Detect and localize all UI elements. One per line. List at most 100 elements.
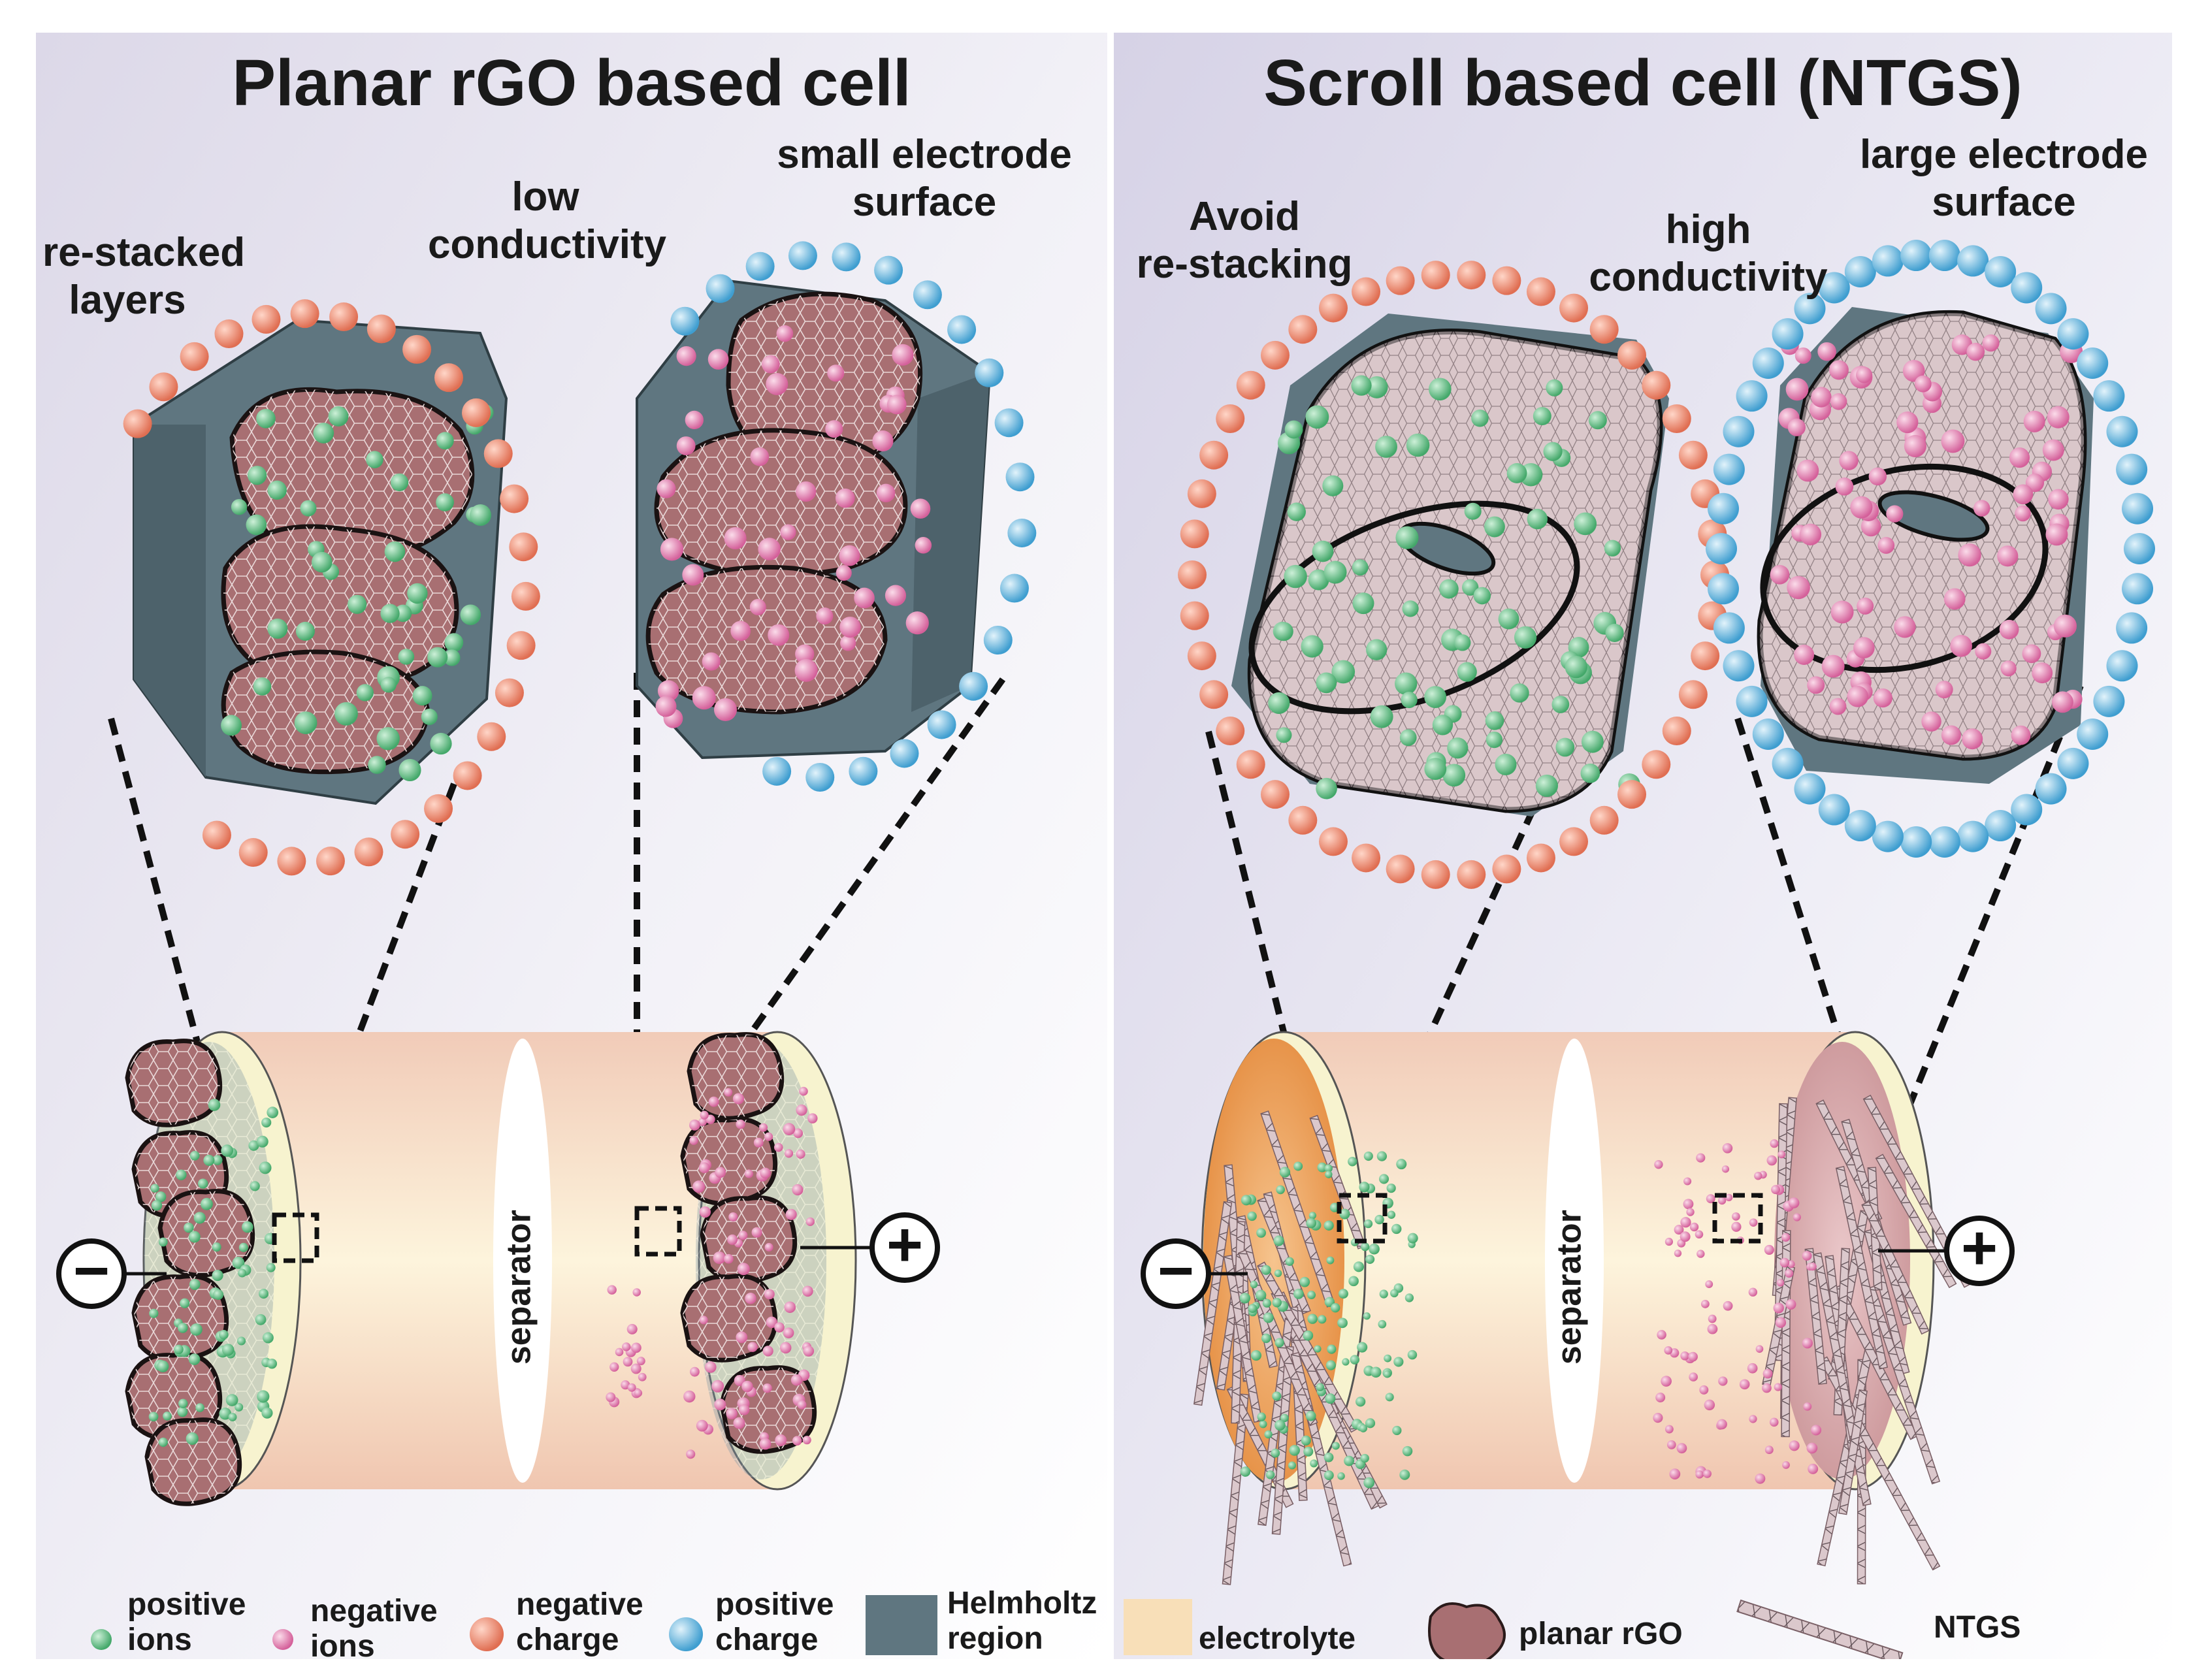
negative-charge: [1260, 340, 1290, 370]
ntgs-tube-body: [1862, 1094, 1972, 1288]
negative-ion: [792, 1436, 802, 1446]
negative-ion: [1830, 393, 1847, 410]
negative-ion: [2023, 410, 2045, 432]
negative-ion: [1835, 477, 1854, 496]
positive-charge: [1723, 415, 1755, 447]
negative-charge: [214, 319, 244, 349]
negative-charge: [1662, 404, 1691, 433]
negative-ion: [1803, 1402, 1812, 1411]
positive-ion: [334, 702, 358, 726]
positive-ion: [1401, 691, 1418, 709]
positive-ion: [1250, 1350, 1261, 1361]
positive-ion: [444, 649, 461, 666]
negative-ion: [738, 1404, 750, 1415]
scroll-core: [1877, 490, 1990, 542]
negative-ion: [1787, 575, 1810, 600]
positive-charge: [1957, 820, 1989, 852]
negative-ion: [915, 536, 932, 554]
zoom-positive-electrode: [636, 241, 1037, 792]
negative-charge: [424, 794, 453, 823]
positive-ion: [1274, 622, 1293, 641]
positive-ion: [1325, 1360, 1336, 1370]
positive-ion: [231, 498, 248, 515]
negative-ion: [1689, 1372, 1698, 1381]
positive-ion: [1378, 1174, 1389, 1184]
positive-ion: [1402, 600, 1419, 617]
positive-charge: [913, 280, 942, 310]
negative-ion: [827, 364, 845, 382]
negative-ion: [707, 349, 729, 370]
positive-charge: [1794, 773, 1826, 805]
planar-rgo-flake-texture: [134, 1276, 227, 1361]
positive-charge: [890, 739, 919, 768]
negative-charge: [1617, 780, 1647, 809]
restacked-layer-texture: [223, 652, 428, 772]
positive-ion: [1495, 753, 1517, 775]
negative-ion: [627, 1383, 636, 1392]
negative-ion: [1688, 1351, 1698, 1362]
positive-ion: [247, 466, 267, 485]
negative-ion: [835, 488, 855, 508]
negative-terminal-symbol: −: [73, 1236, 110, 1306]
negative-ion: [840, 635, 856, 651]
positive-ion: [1387, 1210, 1396, 1219]
negative-ion: [609, 1362, 619, 1372]
positive-ion: [1301, 635, 1323, 658]
positive-terminal: [869, 1212, 940, 1283]
negative-ion: [783, 1123, 796, 1135]
negative-ion: [711, 1380, 724, 1393]
rgo-layer-texture: [657, 430, 905, 576]
positive-ion: [256, 1135, 268, 1148]
negative-ion: [741, 1380, 753, 1393]
positive-ion: [1348, 1276, 1359, 1287]
negative-ion: [2042, 439, 2064, 461]
negative-ion: [1774, 1383, 1782, 1391]
panel-title: Scroll based cell (NTGS): [1263, 46, 2022, 120]
positive-ion: [1303, 1446, 1314, 1457]
negative-ion: [1817, 342, 1836, 361]
negative-ion: [1770, 564, 1790, 585]
negative-ion: [1775, 1317, 1787, 1328]
negative-ion: [657, 680, 679, 702]
positive-ion: [1357, 1342, 1368, 1353]
label-small-electrode-surface: small electrode surface: [777, 132, 1072, 225]
negative-ion: [1828, 360, 1849, 380]
positive-ion: [1395, 672, 1418, 695]
positive-ion: [1337, 1317, 1348, 1329]
negative-charge: [434, 363, 464, 393]
positive-charge: [994, 408, 1024, 438]
negative-ion: [1717, 1196, 1727, 1205]
negative-ion: [626, 1323, 638, 1334]
positive-ion: [219, 1330, 229, 1340]
negative-ion: [1739, 1379, 1750, 1390]
negative-ion: [1664, 1237, 1674, 1246]
positive-charge-swatch: [669, 1617, 703, 1651]
negative-ion: [2048, 489, 2069, 510]
positive-ion: [1486, 731, 1503, 749]
positive-ion: [366, 451, 383, 468]
positive-ion: [412, 686, 432, 706]
negative-ion: [1802, 1251, 1812, 1261]
negative-charge: [1236, 370, 1265, 400]
negative-charge: [1642, 370, 1671, 400]
negative-charge: [316, 847, 345, 876]
negative-ion-swatch: [272, 1629, 293, 1650]
negative-ion: [1776, 1279, 1785, 1287]
positive-ion: [178, 1398, 188, 1408]
positive-charge: [1985, 255, 2017, 287]
positive-ion: [1325, 1171, 1333, 1178]
positive-charge: [706, 274, 735, 303]
negative-ion: [1808, 1463, 1819, 1474]
zoom-box: [1337, 1193, 1388, 1244]
positive-charge: [1005, 462, 1035, 492]
positive-ion: [1384, 1354, 1392, 1363]
positive-ion: [1365, 1254, 1375, 1265]
positive-ion: [163, 1412, 172, 1421]
negative-ion: [1894, 616, 1916, 638]
positive-ion: [1399, 1469, 1410, 1480]
positive-ion: [1498, 608, 1519, 630]
positive-ion: [1379, 1289, 1388, 1299]
positive-ion: [1370, 705, 1393, 728]
planar-rgo-flake-texture: [127, 1041, 220, 1125]
negative-ion: [685, 410, 704, 430]
